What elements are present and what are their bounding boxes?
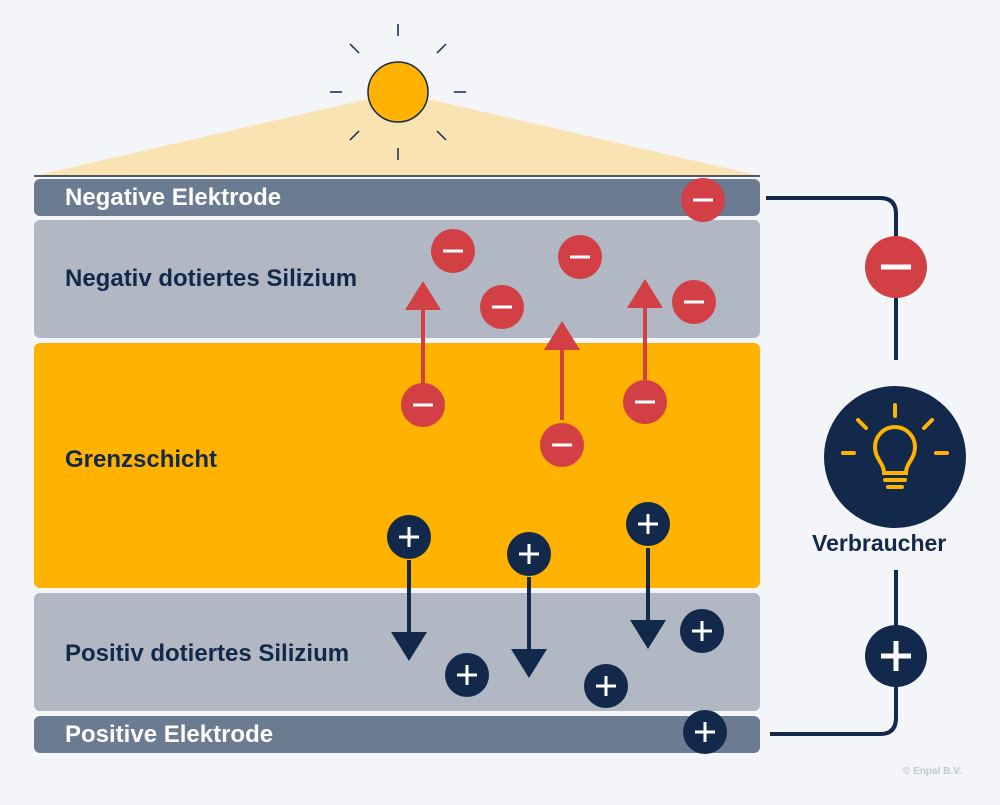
electron-arrow-icon <box>627 279 663 380</box>
n-doped-silicon-label: Negativ dotiertes Silizium <box>65 265 358 292</box>
electron-icon <box>681 178 725 222</box>
copyright-notice: © Enpal B.V. <box>903 766 962 777</box>
hole-arrow-icon <box>391 560 427 661</box>
hole-icon <box>387 515 431 559</box>
n-doped-silicon-layer: Negativ dotiertes Silizium <box>34 220 760 338</box>
consumer-label: Verbraucher <box>812 530 947 556</box>
electron-icon <box>672 280 716 324</box>
electron-icon <box>480 285 524 329</box>
light-beam <box>34 92 760 176</box>
positive-electrode: Positive Elektrode <box>34 716 760 753</box>
hole-icon <box>584 664 628 708</box>
electron-icon <box>401 383 445 427</box>
hole-icon <box>507 532 551 576</box>
hole-icon <box>683 710 727 754</box>
circuit-wire-bottom <box>770 570 898 736</box>
electron-icon <box>431 229 475 273</box>
lightbulb-icon <box>824 386 966 528</box>
hole-arrow-icon <box>630 548 666 649</box>
negative-electrode: Negative Elektrode <box>34 179 760 216</box>
positive-electrode-label: Positive Elektrode <box>65 721 274 748</box>
hole-icon <box>680 609 724 653</box>
electron-icon <box>623 380 667 424</box>
electron-arrow-icon <box>544 321 580 420</box>
hole-current-icon <box>865 625 927 687</box>
junction-label: Grenzschicht <box>65 446 218 473</box>
p-doped-silicon-layer: Positiv dotiertes Silizium <box>34 593 760 711</box>
electron-icon <box>558 235 602 279</box>
electron-arrow-icon <box>405 281 441 384</box>
hole-icon <box>626 502 670 546</box>
negative-electrode-label: Negative Elektrode <box>65 184 282 211</box>
hole-icon <box>445 653 489 697</box>
sun-icon <box>330 24 466 160</box>
electron-icon <box>540 423 584 467</box>
hole-arrow-icon <box>511 577 547 678</box>
p-doped-silicon-label: Positiv dotiertes Silizium <box>65 640 350 667</box>
electron-current-icon <box>865 236 927 298</box>
circuit-wire-top <box>766 196 898 360</box>
